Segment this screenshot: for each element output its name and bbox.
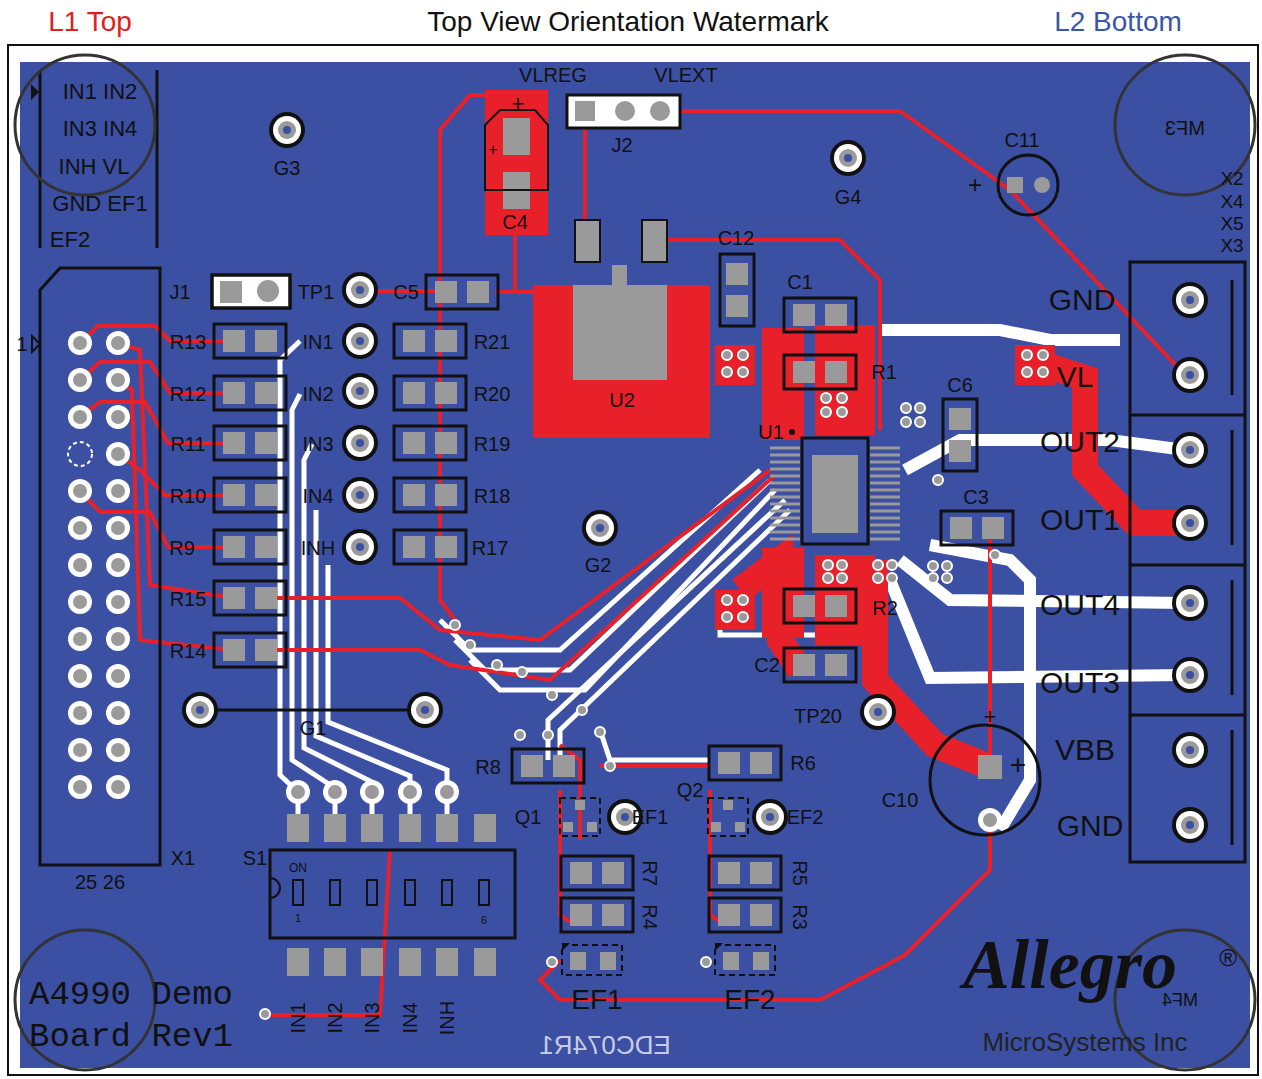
silkscreen-label: R11: [170, 434, 205, 454]
silkscreen-label: X4: [1220, 192, 1243, 211]
silkscreen-label: MicroSystems Inc: [982, 1029, 1187, 1055]
silkscreen-label: OUT2: [1040, 427, 1120, 457]
silkscreen-label: L2 Bottom: [1054, 8, 1182, 36]
silkscreen-label: EF1: [571, 986, 622, 1014]
silkscreen-label: R20: [474, 384, 511, 404]
silkscreen-label: 6: [481, 915, 487, 926]
silkscreen-label: EF1: [632, 807, 669, 827]
silkscreen-label: R12: [170, 384, 207, 404]
silkscreen-label: R10: [170, 486, 207, 506]
silkscreen-label: Q1: [515, 807, 542, 827]
silkscreen-label: X2: [1220, 169, 1243, 188]
silkscreen-label: ON: [289, 862, 307, 874]
silkscreen-label: EF2: [50, 229, 90, 251]
silkscreen-label: IN4: [400, 1002, 420, 1033]
silkscreen-label: C2: [754, 655, 780, 675]
silkscreen-label: R8: [475, 757, 501, 777]
silkscreen-label: C3: [963, 487, 989, 507]
silkscreen-label: +: [488, 142, 497, 158]
silkscreen-label: A4990 Demo: [29, 978, 233, 1012]
silkscreen-label: OUT3: [1040, 668, 1120, 698]
silkscreen-label: INH VL: [59, 156, 130, 178]
silkscreen-label: R7: [640, 860, 660, 886]
silkscreen-label: 1: [295, 913, 301, 924]
silkscreen-label: R21: [474, 332, 511, 352]
silkscreen-label: G1: [300, 718, 327, 738]
silkscreen-label: R19: [474, 434, 511, 454]
silkscreen-label: IN1 IN2: [63, 81, 138, 103]
silkscreen-label: R5: [790, 860, 810, 886]
silkscreen-label: IN2: [302, 384, 333, 404]
silkscreen-label: IN2: [325, 1002, 345, 1033]
silkscreen-label: 1: [16, 334, 27, 354]
silkscreen-label: R2: [872, 598, 898, 618]
silkscreen-label: VLREG: [519, 65, 587, 85]
silkscreen-label: J1: [169, 282, 190, 302]
silkscreen-label: Q2: [677, 780, 704, 800]
silkscreen-label: Allegro: [963, 930, 1177, 1000]
silkscreen-label: 25 26: [75, 872, 125, 892]
silkscreen-label: G2: [585, 555, 612, 575]
silkscreen-label: R15: [170, 589, 207, 609]
silkscreen-label: IN4: [302, 486, 333, 506]
silkscreen-label: GND: [1057, 811, 1124, 841]
silkscreen-label: IN1: [302, 332, 333, 352]
silkscreen-label: TP20: [794, 706, 842, 726]
silkscreen-label: VLEXT: [654, 65, 717, 85]
silkscreen-label: GND EF1: [52, 193, 147, 215]
silkscreen-label: R17: [472, 538, 509, 558]
silkscreen-label: IN1: [288, 1002, 308, 1033]
silkscreen-label: GND: [1049, 285, 1116, 315]
silkscreen-label: C5: [393, 282, 419, 302]
silkscreen-label: INH: [301, 538, 335, 558]
silkscreen-label: R13: [170, 332, 207, 352]
silkscreen-label: R4: [640, 904, 660, 930]
silkscreen-label: C11: [1004, 130, 1039, 150]
silkscreen-label: IN3: [362, 1002, 382, 1033]
silkscreen-label: VBB: [1055, 735, 1115, 765]
silkscreen-label: X5: [1220, 214, 1243, 233]
silkscreen-label: C10: [882, 790, 919, 810]
silkscreen-label: R14: [170, 641, 207, 661]
silkscreen-label: Board Rev1: [29, 1020, 233, 1054]
silkscreen-label: TP1: [298, 282, 335, 302]
silkscreen-label: IN3 IN4: [63, 118, 138, 140]
silkscreen-label: R18: [474, 486, 511, 506]
silkscreen-label: +: [984, 706, 997, 728]
silkscreen-label: +: [1010, 751, 1026, 779]
silkscreen-label: U1: [758, 422, 784, 442]
silkscreen-label: OUT4: [1040, 590, 1120, 620]
silkscreen-label: C1: [787, 272, 813, 292]
silkscreen-label: C4: [502, 212, 528, 232]
silkscreen-label: X3: [1220, 236, 1243, 255]
silkscreen-label: J2: [611, 135, 632, 155]
silkscreen-label: G3: [274, 158, 301, 178]
silkscreen-label: EF2: [787, 807, 824, 827]
silkscreen-label: C6: [947, 375, 973, 395]
silkscreen-label: INH: [437, 1001, 457, 1035]
silkscreen-label: EDC074R1: [539, 1032, 671, 1058]
silkscreen-label: X1: [171, 848, 195, 868]
silkscreen-label: MF3: [1165, 118, 1205, 138]
silkscreen-label: EF2: [724, 986, 775, 1014]
silkscreen-label: VL: [1057, 362, 1094, 392]
board-title: Top View Orientation Watermark: [427, 8, 829, 36]
silkscreen-label: S1: [243, 848, 267, 868]
silkscreen-label: L1 Top: [48, 8, 132, 36]
silkscreen-label: OUT1: [1040, 505, 1120, 535]
silkscreen-label: R3: [790, 904, 810, 930]
silkscreen-label: IN3: [302, 434, 333, 454]
silkscreen-label: U2: [609, 390, 635, 410]
silkscreen-label: R9: [169, 538, 195, 558]
silkscreen-label: R6: [790, 753, 816, 773]
silkscreen-label: MF4: [1162, 991, 1198, 1009]
silkscreen-label: ®: [1219, 946, 1237, 970]
silkscreen-label: +: [968, 173, 982, 197]
silkscreen-label: R1: [871, 362, 897, 382]
silkscreen-label: C12: [718, 228, 755, 248]
silkscreen-label: G4: [835, 187, 862, 207]
silkscreen-label: +: [512, 93, 525, 115]
